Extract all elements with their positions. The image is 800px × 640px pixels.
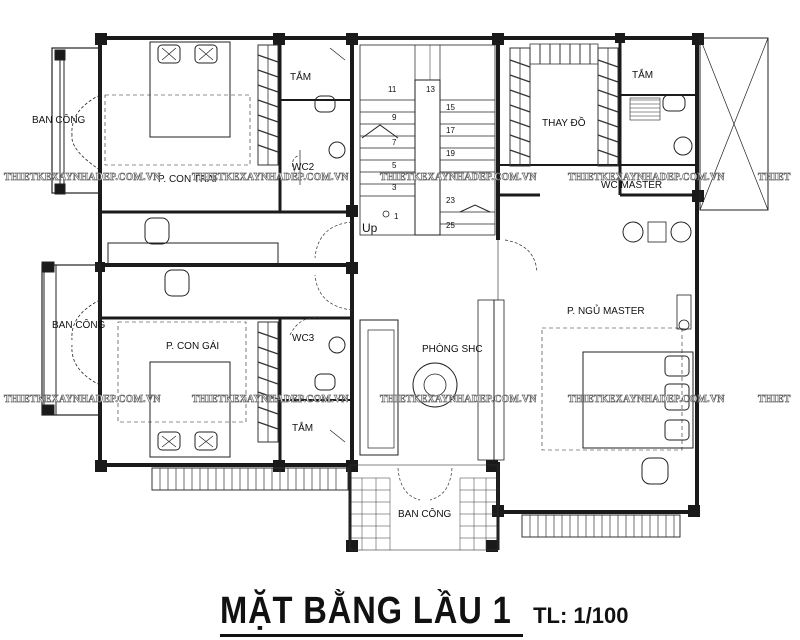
- label-wc-master: WC MASTER: [601, 180, 662, 191]
- wardrobe-son: [257, 44, 279, 166]
- walls: [98, 36, 700, 550]
- stair-up-label: Up: [362, 221, 378, 235]
- watermarks: THIETKEXAYNHADEP.COM.VN THIETKEXAYNHADEP…: [4, 172, 791, 406]
- closet-hatch: [509, 43, 619, 167]
- title-block: MẶT BẰNG LẦU 1 TL: 1/100: [220, 590, 628, 633]
- label-bedroom-son: P. CON TRAI: [158, 174, 217, 185]
- watermark-bottom-3: THIETKEXAYNHADEP.COM.VN: [380, 394, 537, 405]
- stair-step-9: 9: [392, 113, 397, 122]
- stair-step-13: 13: [426, 85, 435, 94]
- stair-numbers: Up 1 3 5 7 9 11 13 15 17 19 23 25: [362, 85, 455, 235]
- balcony-top-left: [51, 47, 101, 195]
- label-balcony-left-top: BAN CÔNG: [32, 113, 86, 126]
- door-swings: [289, 154, 353, 336]
- stair-step-25: 25: [446, 221, 455, 230]
- title-underline: [220, 634, 523, 637]
- columns: [95, 33, 704, 552]
- label-balcony-left-bottom: BAN CÔNG: [52, 318, 106, 331]
- watermark-bottom-5: THIET: [758, 394, 791, 405]
- bath-bottom-left-fixtures: [314, 336, 346, 443]
- label-closet: THAY ĐỒ: [542, 116, 586, 129]
- watermark-top-5: THIET: [758, 172, 791, 183]
- railing-bottom-left: [151, 467, 349, 491]
- bath-top-left-fixtures: [299, 47, 346, 185]
- label-bedroom-daughter: P. CON GÁI: [166, 339, 219, 352]
- desk-son: [107, 217, 279, 297]
- label-wc3: WC3: [292, 333, 315, 344]
- bed-master: [541, 294, 694, 485]
- label-master-bedroom: P. NGỦ MASTER: [567, 304, 645, 317]
- balcony-bottom-left: [41, 261, 101, 416]
- stair-step-17: 17: [446, 126, 455, 135]
- family-room-furniture: [359, 239, 538, 461]
- label-family-room: PHÒNG SHC: [422, 342, 483, 355]
- railing-bottom-right: [521, 514, 681, 538]
- stair-step-23: 23: [446, 196, 455, 205]
- stair-step-19: 19: [446, 149, 455, 158]
- watermark-top-3: THIETKEXAYNHADEP.COM.VN: [380, 172, 537, 183]
- void-right: [699, 37, 769, 211]
- label-bath-bottom-left: TẮM: [292, 421, 313, 434]
- watermark-top-4: THIETKEXAYNHADEP.COM.VN: [568, 172, 725, 183]
- bed-daughter: [117, 321, 247, 458]
- label-bath-master: TẮM: [632, 68, 653, 81]
- stair-step-1: 1: [394, 212, 399, 221]
- label-balcony-bottom: BAN CÔNG: [398, 507, 452, 520]
- drawing-scale: TL: 1/100: [533, 603, 629, 628]
- balcony-bottom: [349, 464, 499, 551]
- watermark-top-1: THIETKEXAYNHADEP.COM.VN: [4, 172, 161, 183]
- watermark-top-2: THIETKEXAYNHADEP.COM.VN: [192, 172, 349, 183]
- stair-step-15: 15: [446, 103, 455, 112]
- stair-step-7: 7: [392, 138, 397, 147]
- watermark-bottom-1: THIETKEXAYNHADEP.COM.VN: [4, 394, 161, 405]
- drawing-title: MẶT BẰNG LẦU 1: [220, 590, 512, 632]
- stair: [359, 44, 496, 236]
- watermark-bottom-4: THIETKEXAYNHADEP.COM.VN: [568, 394, 725, 405]
- room-labels: BAN CÔNG P. CON TRAI TẮM WC2 BAN CÔNG P.…: [32, 68, 662, 520]
- label-bath-top-left: TẮM: [290, 70, 311, 83]
- bed-son: [104, 41, 251, 166]
- watermark-bottom-2: THIETKEXAYNHADEP.COM.VN: [192, 394, 349, 405]
- stair-step-11: 11: [388, 85, 397, 94]
- stair-step-5: 5: [392, 161, 397, 170]
- master-bath-fixtures: [622, 94, 693, 243]
- wardrobe-daughter: [257, 321, 279, 443]
- label-wc2: WC2: [292, 162, 315, 173]
- stair-step-3: 3: [392, 183, 397, 192]
